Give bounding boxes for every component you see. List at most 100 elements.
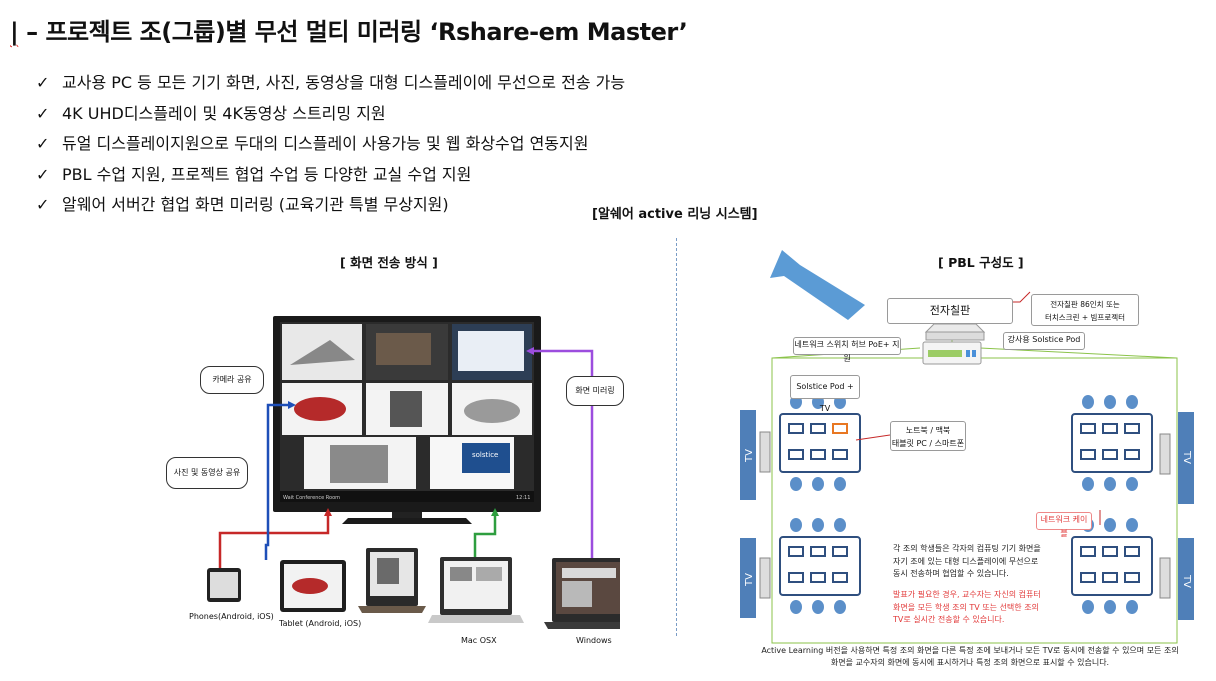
laptop-icon <box>810 572 826 583</box>
seat-icon <box>1082 477 1094 491</box>
phone-link-line <box>218 512 330 568</box>
check-icon: ✓ <box>36 164 50 184</box>
title-text: – 프로젝트 조(그룹)별 무선 멀티 미러링 <box>18 18 430 46</box>
feature-item: ✓PBL 수업 지원, 프로젝트 협업 수업 등 다양한 교실 수업 지원 <box>36 160 625 191</box>
tv-label: TV <box>1180 451 1192 464</box>
seat-icon <box>790 600 802 614</box>
pbl-description: 각 조의 학생들은 각자의 컴퓨팅 기기 화면을 자기 조에 있는 대형 디스플… <box>893 544 1041 578</box>
network-switch-box: 네트워크 스위치 허브 PoE+ 지원 <box>793 337 901 363</box>
seat-icon <box>1104 395 1116 409</box>
laptop-icon <box>810 546 826 557</box>
seat-icon <box>1104 600 1116 614</box>
mirroring-callout: 화면 미러링 <box>566 376 624 406</box>
laptop-icon <box>832 449 848 460</box>
student-table-group <box>779 395 861 491</box>
pod-tv-box: Solstice Pod + TV <box>790 375 860 413</box>
tv-left-bottom <box>740 538 771 618</box>
feature-item: ✓듀얼 디스플레이지원으로 두대의 디스플레이 사용가능 및 웹 화상수업 연동… <box>36 129 625 160</box>
feature-item: ✓4K UHD디스플레이 및 4K동영상 스트리밍 지원 <box>36 99 625 130</box>
table-icon <box>779 413 861 473</box>
tablet-label: Tablet (Android, iOS) <box>279 619 362 628</box>
tablet-link-line <box>264 403 292 560</box>
laptop-icon <box>1080 572 1096 583</box>
pbl-footer-note: Active Learning 버전을 사용하면 특정 조의 화면을 다른 특정… <box>761 646 1179 667</box>
laptop-icon <box>1124 423 1140 434</box>
seat-icon <box>812 600 824 614</box>
seat-icon <box>790 477 802 491</box>
windows-label: Windows <box>576 636 612 645</box>
left-section-title: [ 화면 전송 방식 ] <box>340 255 438 270</box>
student-table-group <box>779 518 861 614</box>
tv-label: TV <box>1180 575 1192 588</box>
seat-icon <box>1104 518 1116 532</box>
feature-item: ✓교사용 PC 등 모든 기기 화면, 사진, 동영상을 대형 디스플레이에 무… <box>36 68 625 99</box>
seat-icon <box>834 600 846 614</box>
page-title: | – 프로젝트 조(그룹)별 무선 멀티 미러링 ‘Rshare-em Mas… <box>10 12 688 47</box>
windows-device <box>544 558 620 629</box>
pointer-arrow-icon <box>770 250 865 320</box>
laptop-device <box>358 548 426 613</box>
title-bar-glyph: | <box>10 18 19 46</box>
tv-label: TV <box>743 573 755 586</box>
screen-brand: solstice <box>472 451 498 459</box>
laptop-icon <box>810 423 826 434</box>
e-board-note: 전자칠판 86인치 또는 터치스크린 + 빔프로젝터 <box>1031 294 1139 326</box>
laptop-icon <box>1124 546 1140 557</box>
seat-icon <box>834 477 846 491</box>
tablet-device <box>280 560 346 612</box>
screen-transfer-diagram: solstice Wait Conference Room 12:11 <box>207 316 620 629</box>
laptop-icon <box>1080 423 1096 434</box>
tv-right-bottom <box>1159 538 1194 620</box>
table-icon <box>779 536 861 596</box>
mac-device <box>428 557 524 623</box>
laptop-icon <box>1124 572 1140 583</box>
network-cable-box: 네트워크 케이블 <box>1036 512 1092 538</box>
laptop-icon <box>788 572 804 583</box>
check-icon: ✓ <box>36 134 50 153</box>
laptop-icon <box>788 449 804 460</box>
seat-icon <box>1082 395 1094 409</box>
windows-link-line <box>532 349 594 560</box>
section-divider <box>676 238 677 636</box>
right-section-title: [ PBL 구성도 ] <box>938 255 1024 270</box>
e-board-box: 전자칠판 <box>887 298 1013 324</box>
laptop-icon <box>788 546 804 557</box>
check-icon: ✓ <box>36 103 50 123</box>
student-table-group <box>1071 518 1153 614</box>
seat-icon <box>812 518 824 532</box>
laptop-icon <box>1102 546 1118 557</box>
pbl-diagram <box>740 250 1194 644</box>
seat-icon <box>790 518 802 532</box>
tv-label: TV <box>743 449 755 462</box>
pbl-presenter-description: 발표가 필요한 경우, 교수자는 자신의 컴퓨터 화면을 모든 학생 조의 TV… <box>893 590 1041 624</box>
laptop-icon <box>1102 572 1118 583</box>
camera-share-callout: 카메라 공유 <box>200 366 264 394</box>
title-product: ‘Rshare-em Master’ <box>429 18 688 46</box>
laptop-icon <box>832 423 848 434</box>
laptop-icon <box>832 572 848 583</box>
check-icon: ✓ <box>36 195 50 214</box>
display-monitor: solstice Wait Conference Room 12:11 <box>273 316 541 524</box>
feature-item: ✓알웨어 서버간 협업 화면 미러링 (교육기관 특별 무상지원) <box>36 190 625 221</box>
feature-list: ✓교사용 PC 등 모든 기기 화면, 사진, 동영상을 대형 디스플레이에 무… <box>36 68 625 221</box>
system-label: [알쉐어 active 리닝 시스템] <box>592 207 758 222</box>
laptop-icon <box>1080 546 1096 557</box>
seat-icon <box>1104 477 1116 491</box>
seat-icon <box>1126 518 1138 532</box>
laptop-icon <box>832 546 848 557</box>
laptop-icon <box>1102 449 1118 460</box>
mac-label: Mac OSX <box>461 636 497 645</box>
table-icon <box>1071 536 1153 596</box>
device-note-box: 노트북 / 맥북 태블릿 PC / 스마트폰 <box>890 421 966 451</box>
teacher-pod-box: 강사용 Solstice Pod <box>1003 332 1085 350</box>
screen-time: 12:11 <box>516 495 530 501</box>
seat-icon <box>812 477 824 491</box>
seat-icon <box>1126 477 1138 491</box>
tv-left-top <box>740 410 771 500</box>
photo-video-share-callout: 사진 및 동영상 공유 <box>166 457 248 489</box>
seat-icon <box>834 518 846 532</box>
phone-device <box>207 568 241 602</box>
laptop-icon <box>788 423 804 434</box>
laptop-icon <box>1102 423 1118 434</box>
laptop-icon <box>810 449 826 460</box>
